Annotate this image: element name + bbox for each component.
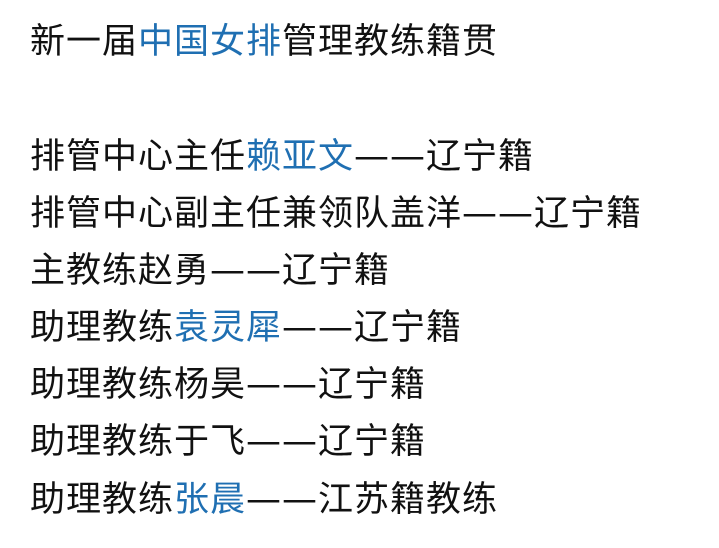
line-prefix: 排管中心主任 <box>30 137 247 177</box>
heading-prefix: 新一届 <box>30 22 139 62</box>
line-suffix: ——辽宁籍 <box>354 137 535 177</box>
line-text: 主教练赵勇——辽宁籍 <box>30 251 391 291</box>
staff-line: 助理教练杨昊——辽宁籍 <box>30 365 426 405</box>
line-text: 助理教练于飞——辽宁籍 <box>30 422 427 462</box>
name-link[interactable]: 赖亚文 <box>246 137 355 177</box>
name-link[interactable]: 袁灵犀 <box>174 308 283 348</box>
heading-link[interactable]: 中国女排 <box>138 22 283 62</box>
staff-line: 助理教练张晨——江苏籍教练 <box>30 480 498 520</box>
line-prefix: 助理教练 <box>30 480 175 520</box>
line-text: 助理教练杨昊——辽宁籍 <box>30 365 427 405</box>
line-prefix: 助理教练 <box>30 308 175 348</box>
staff-line: 排管中心主任赖亚文——辽宁籍 <box>30 137 534 177</box>
heading: 新一届中国女排管理教练籍贯 <box>30 22 498 62</box>
staff-line: 主教练赵勇——辽宁籍 <box>30 251 390 291</box>
staff-line: 助理教练袁灵犀——辽宁籍 <box>30 308 462 348</box>
line-suffix: ——江苏籍教练 <box>246 480 499 520</box>
heading-suffix: 管理教练籍贯 <box>282 22 499 62</box>
staff-line: 排管中心副主任兼领队盖洋——辽宁籍 <box>30 194 642 234</box>
line-suffix: ——辽宁籍 <box>282 308 463 348</box>
staff-line: 助理教练于飞——辽宁籍 <box>30 422 426 462</box>
line-text: 排管中心副主任兼领队盖洋——辽宁籍 <box>30 194 643 234</box>
name-link[interactable]: 张晨 <box>174 480 247 520</box>
